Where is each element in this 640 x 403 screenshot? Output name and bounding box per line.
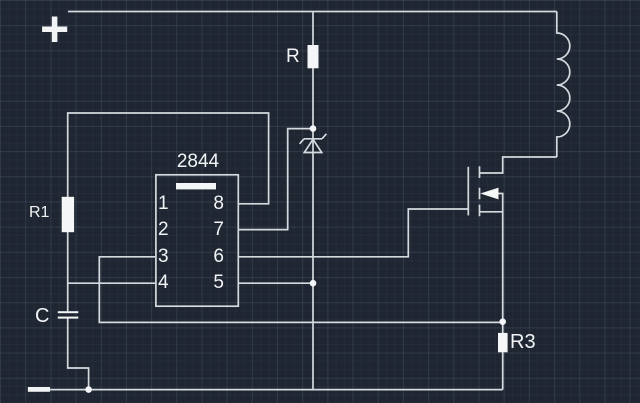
resistor-r-symbol[interactable] [307, 45, 319, 69]
mosfet-symbol[interactable] [467, 166, 504, 390]
resistor-r3-symbol[interactable] [498, 332, 508, 353]
wire-pin3-current-sense[interactable] [98, 255, 503, 324]
capacitor-c-symbol[interactable] [57, 311, 79, 319]
resistor-r-label[interactable]: R [286, 46, 300, 67]
ic-part-number[interactable]: 2844 [176, 151, 220, 172]
negative-terminal-label[interactable]: − [26, 365, 52, 403]
junction-dot [309, 279, 317, 287]
ic-pin-label-7: 7 [213, 219, 224, 240]
junction-dot [499, 318, 507, 326]
resistor-r1-symbol[interactable] [61, 196, 75, 233]
junction-dot [309, 125, 317, 132]
wire-zener-to-pin7[interactable] [238, 127, 313, 231]
wire-pin6-gate[interactable] [238, 208, 469, 258]
resistor-r1-label[interactable]: R1 [29, 204, 50, 221]
ic-notch-bar [176, 183, 216, 190]
zener-diode-symbol[interactable] [298, 133, 328, 154]
wire-vref-r1-c[interactable] [66, 112, 270, 390]
positive-terminal-label[interactable]: + [40, 1, 70, 57]
ic-pin-label-3: 3 [158, 246, 169, 267]
inductor-symbol[interactable] [555, 11, 571, 158]
junction-dot [85, 386, 92, 393]
wire-inductor-to-drain[interactable] [479, 156, 557, 174]
ic-outline[interactable] [155, 173, 240, 308]
ic-pin-label-2: 2 [158, 219, 169, 240]
ic-pin-label-4: 4 [158, 272, 169, 293]
ic-pin-label-5: 5 [213, 272, 224, 293]
ic-pin-label-1: 1 [158, 193, 169, 214]
junction-dots [85, 125, 507, 393]
ic-pin-label-8: 8 [213, 193, 224, 214]
resistor-r3-label[interactable]: R3 [510, 331, 536, 353]
ic-pin-label-6: 6 [213, 246, 224, 267]
capacitor-c-label[interactable]: C [35, 305, 50, 327]
